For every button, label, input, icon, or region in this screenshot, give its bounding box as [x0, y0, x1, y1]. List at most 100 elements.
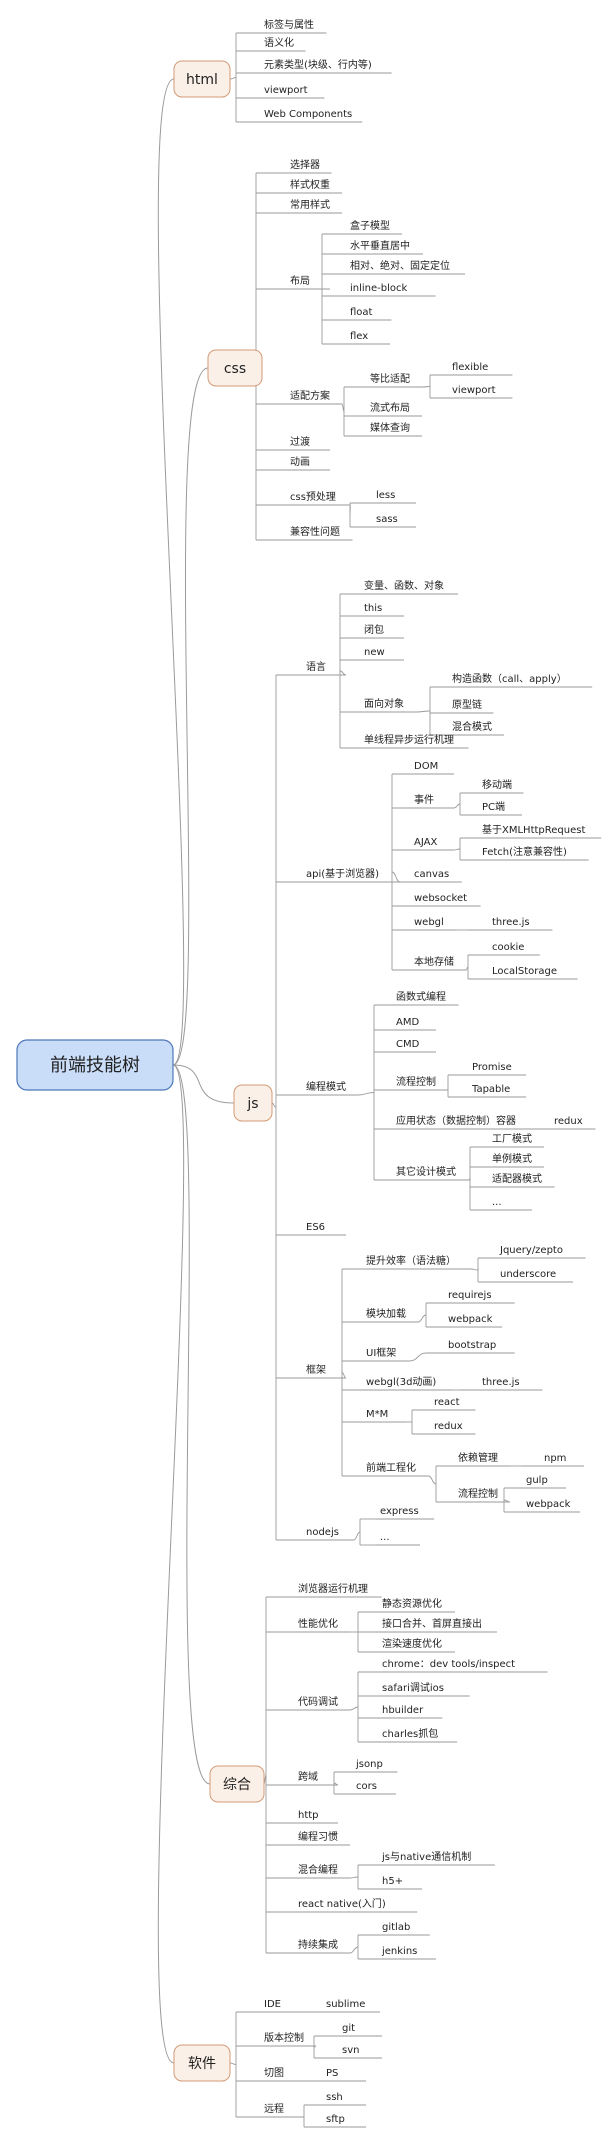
node-jquery-zepto[interactable]: Jquery/zepto: [499, 1245, 563, 1256]
node-dom[interactable]: DOM: [414, 761, 438, 772]
node-node[interactable]: 单例模式: [492, 1152, 532, 1165]
node-chrome-dev-tools-inspect[interactable]: chrome：dev tools/inspect: [382, 1659, 515, 1670]
node-nodejs[interactable]: nodejs: [306, 1527, 339, 1538]
node-node[interactable]: 模块加载: [366, 1308, 406, 1320]
node-webpack[interactable]: webpack: [526, 1499, 571, 1510]
node-node[interactable]: 标签与属性: [264, 18, 314, 31]
node-js-native[interactable]: js与native通信机制: [381, 1850, 471, 1863]
node-node[interactable]: 混合编程: [298, 1863, 338, 1876]
root-node[interactable]: 前端技能树: [16, 1039, 174, 1091]
node-node[interactable]: 闭包: [364, 623, 384, 636]
node-float[interactable]: float: [350, 307, 373, 318]
node-jenkins[interactable]: jenkins: [381, 1946, 417, 1957]
node-webpack[interactable]: webpack: [448, 1314, 493, 1325]
node-es6[interactable]: ES6: [306, 1222, 325, 1233]
node-node[interactable]: 切图: [264, 2067, 284, 2079]
node-three-js[interactable]: three.js: [492, 917, 530, 928]
node-node[interactable]: 盒子模型: [350, 219, 390, 232]
node-api[interactable]: api(基于浏览器): [306, 867, 379, 880]
node-cmd[interactable]: CMD: [396, 1039, 420, 1050]
node-node[interactable]: 原型链: [452, 698, 482, 711]
node-ide[interactable]: IDE: [264, 1999, 281, 2010]
node-viewport[interactable]: viewport: [452, 385, 496, 396]
node-node[interactable]: 适配方案: [290, 389, 330, 402]
node-node[interactable]: 持续集成: [298, 1938, 338, 1951]
node-node[interactable]: 样式权重: [290, 178, 330, 191]
node-react[interactable]: react: [434, 1397, 460, 1408]
branch-css[interactable]: css: [207, 349, 263, 387]
node-pc[interactable]: PC端: [482, 800, 505, 813]
node-node[interactable]: 跨域: [298, 1770, 318, 1783]
node-three-js[interactable]: three.js: [482, 1377, 520, 1388]
node-node[interactable]: 其它设计模式: [396, 1165, 456, 1178]
node-jsonp[interactable]: jsonp: [355, 1759, 383, 1770]
node-node[interactable]: 本地存储: [414, 955, 454, 968]
node-node[interactable]: 过渡: [290, 435, 310, 448]
node-node[interactable]: 应用状态（数据控制）容器: [396, 1114, 516, 1127]
node-node[interactable]: 流程控制: [458, 1487, 498, 1500]
node-gulp[interactable]: gulp: [526, 1475, 548, 1486]
node-fetch[interactable]: Fetch(注意兼容性): [482, 845, 567, 858]
node-xmlhttprequest[interactable]: 基于XMLHttpRequest: [482, 823, 585, 836]
node-flex[interactable]: flex: [350, 331, 368, 342]
node-node[interactable]: 版本控制: [264, 2031, 304, 2044]
node-sublime[interactable]: sublime: [326, 1999, 365, 2010]
node-svn[interactable]: svn: [342, 2045, 359, 2056]
node-node[interactable]: 变量、函数、对象: [364, 579, 444, 592]
node-node[interactable]: 混合模式: [452, 720, 492, 733]
node-node[interactable]: 等比适配: [370, 372, 410, 385]
node-node[interactable]: 代码调试: [298, 1695, 338, 1708]
node-node[interactable]: 布局: [290, 275, 310, 287]
node-sass[interactable]: sass: [376, 514, 398, 525]
node-websocket[interactable]: websocket: [414, 893, 467, 904]
node-node[interactable]: 框架: [306, 1363, 326, 1376]
branch-html[interactable]: html: [173, 60, 231, 98]
node-node[interactable]: 编程模式: [306, 1080, 346, 1093]
node-new[interactable]: new: [364, 647, 385, 658]
node-inline-block[interactable]: inline-block: [350, 283, 408, 294]
node-node[interactable]: 工厂模式: [492, 1132, 532, 1145]
node-node[interactable]: 媒体查询: [370, 421, 410, 434]
node-charles[interactable]: charles抓包: [382, 1727, 438, 1740]
node-redux[interactable]: redux: [434, 1421, 463, 1432]
node-tapable[interactable]: Tapable: [471, 1084, 510, 1095]
node-ui[interactable]: UI框架: [366, 1346, 396, 1359]
node-node[interactable]: 性能优化: [298, 1617, 338, 1630]
node-node[interactable]: 元素类型(块级、行内等): [264, 58, 372, 71]
node-node[interactable]: ...: [492, 1197, 502, 1208]
node-express[interactable]: express: [380, 1506, 419, 1517]
node-safari-ios[interactable]: safari调试ios: [382, 1681, 444, 1694]
node-node[interactable]: 接口合并、首屏直接出: [382, 1617, 482, 1630]
node-node[interactable]: 流程控制: [396, 1075, 436, 1088]
node-this[interactable]: this: [364, 603, 382, 614]
node-promise[interactable]: Promise: [472, 1062, 512, 1073]
node-less[interactable]: less: [376, 490, 395, 501]
node-ps[interactable]: PS: [326, 2068, 338, 2079]
node-amd[interactable]: AMD: [396, 1017, 419, 1028]
node-hbuilder[interactable]: hbuilder: [382, 1705, 424, 1716]
node-call-apply[interactable]: 构造函数（call、apply）: [452, 672, 567, 685]
node-node[interactable]: 流式布局: [370, 401, 410, 414]
node-node[interactable]: 编程习惯: [298, 1830, 338, 1843]
node-node[interactable]: 远程: [264, 2103, 284, 2115]
node-node[interactable]: 静态资源优化: [382, 1597, 442, 1610]
node-viewport[interactable]: viewport: [264, 85, 308, 96]
node-ajax[interactable]: AJAX: [414, 837, 437, 848]
node-webgl-3d[interactable]: webgl(3d动画): [366, 1376, 436, 1388]
node-node[interactable]: 前端工程化: [366, 1461, 416, 1474]
node-cors[interactable]: cors: [356, 1781, 377, 1792]
node-node[interactable]: 动画: [290, 456, 310, 468]
node-ssh[interactable]: ssh: [326, 2092, 343, 2103]
node-m-m[interactable]: M*M: [366, 1409, 388, 1420]
node-npm[interactable]: npm: [544, 1453, 566, 1464]
node-node[interactable]: 依赖管理: [458, 1451, 498, 1464]
node-node[interactable]: 浏览器运行机理: [298, 1582, 368, 1595]
node-cookie[interactable]: cookie: [492, 942, 524, 953]
branch-node[interactable]: 软件: [173, 2044, 231, 2082]
node-css[interactable]: css预处理: [290, 491, 336, 503]
node-node[interactable]: 兼容性问题: [290, 525, 340, 538]
node-node[interactable]: 语言: [306, 660, 326, 673]
node-localstorage[interactable]: LocalStorage: [492, 966, 557, 977]
node-git[interactable]: git: [342, 2023, 355, 2034]
node-canvas[interactable]: canvas: [414, 869, 449, 880]
